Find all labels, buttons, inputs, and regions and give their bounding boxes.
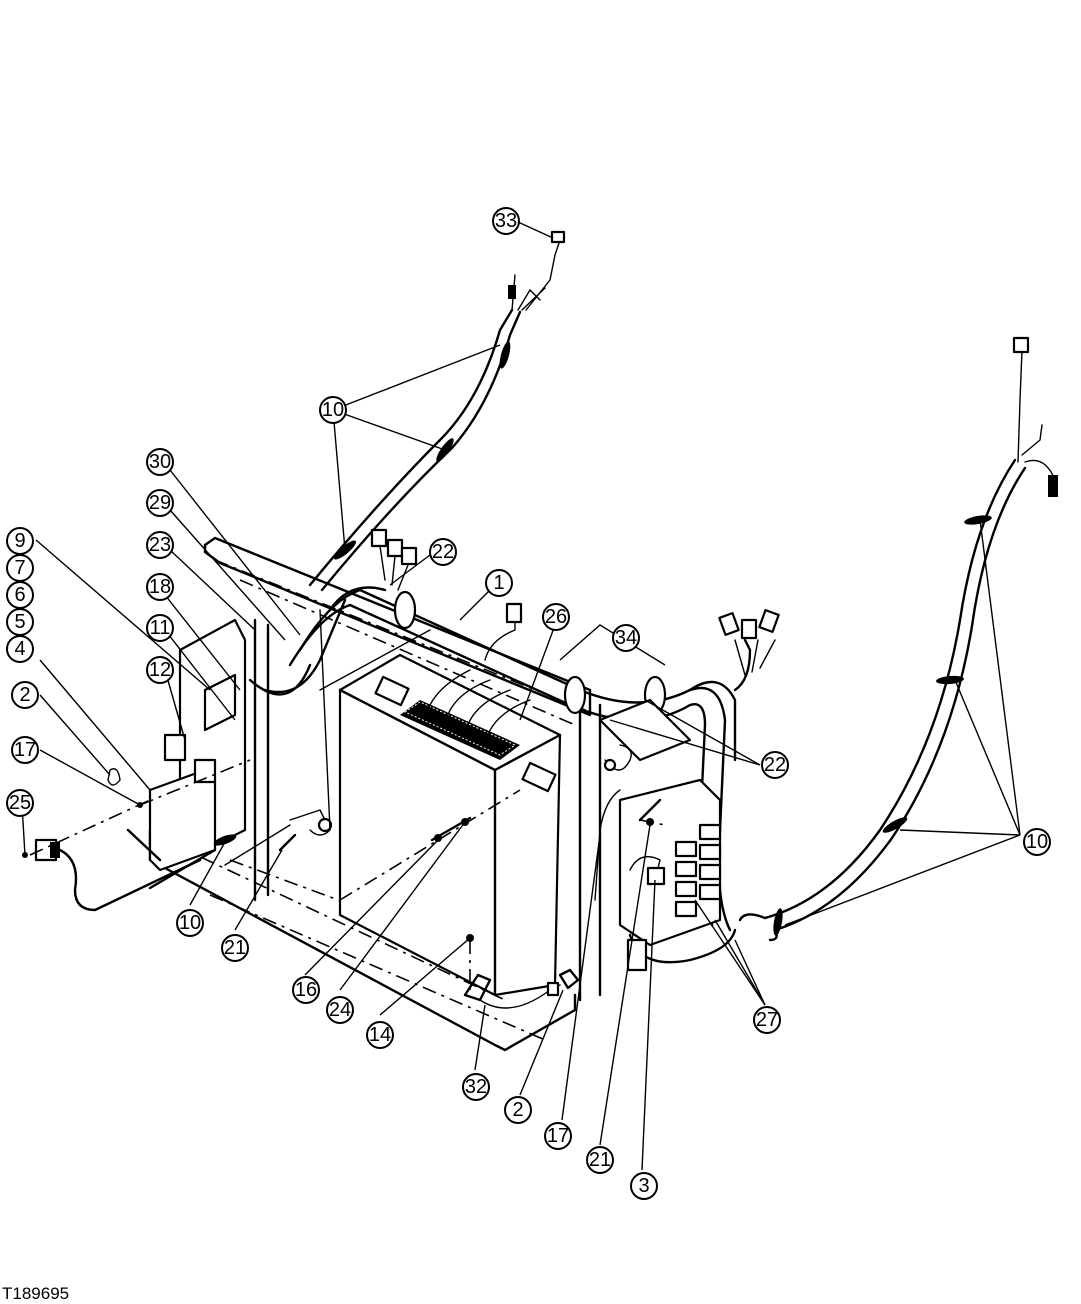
left-bracket-assembly bbox=[22, 609, 431, 912]
callout-2-left: 2 bbox=[11, 681, 39, 709]
callout-25: 25 bbox=[6, 789, 34, 817]
svg-text:12: 12 bbox=[149, 659, 171, 681]
callout-22-upper: 22 bbox=[429, 538, 457, 566]
callout-5: 5 bbox=[6, 608, 34, 636]
svg-text:18: 18 bbox=[149, 576, 171, 598]
callout-2-bottom: 2 bbox=[504, 1096, 532, 1124]
svg-text:30: 30 bbox=[149, 451, 171, 473]
callout-16: 16 bbox=[292, 976, 320, 1004]
svg-text:16: 16 bbox=[295, 979, 317, 1001]
svg-text:14: 14 bbox=[369, 1024, 391, 1046]
callout-29: 29 bbox=[146, 489, 174, 517]
callout-30: 30 bbox=[146, 448, 174, 476]
callout-7: 7 bbox=[6, 554, 34, 582]
svg-text:6: 6 bbox=[14, 584, 25, 606]
svg-text:25: 25 bbox=[9, 792, 31, 814]
callout-26: 26 bbox=[542, 603, 570, 631]
svg-text:29: 29 bbox=[149, 492, 171, 514]
callout-4: 4 bbox=[6, 635, 34, 663]
frame-assembly bbox=[148, 536, 602, 1052]
svg-text:34: 34 bbox=[615, 627, 637, 649]
callout-27: 27 bbox=[753, 1006, 781, 1034]
callout-9: 9 bbox=[6, 527, 34, 555]
callout-14: 14 bbox=[366, 1021, 394, 1049]
callout-18: 18 bbox=[146, 573, 174, 601]
callout-23: 23 bbox=[146, 531, 174, 559]
callout-22-right: 22 bbox=[761, 751, 789, 779]
lower-hardware bbox=[339, 744, 666, 1009]
callout-17-left: 17 bbox=[11, 736, 39, 764]
svg-text:2: 2 bbox=[19, 684, 30, 706]
svg-text:10: 10 bbox=[1026, 831, 1048, 853]
callout-33: 33 bbox=[492, 207, 520, 235]
right-harness-branch bbox=[718, 336, 1058, 942]
svg-text:26: 26 bbox=[545, 606, 567, 628]
svg-text:9: 9 bbox=[14, 530, 25, 552]
svg-text:3: 3 bbox=[638, 1175, 649, 1197]
svg-text:4: 4 bbox=[14, 638, 25, 660]
callout-11: 11 bbox=[146, 614, 174, 642]
main-harness bbox=[248, 586, 752, 964]
svg-text:27: 27 bbox=[756, 1009, 778, 1031]
callout-34: 34 bbox=[612, 624, 640, 652]
callout-10-right: 10 bbox=[1023, 828, 1051, 856]
svg-text:32: 32 bbox=[465, 1076, 487, 1098]
svg-text:33: 33 bbox=[495, 210, 517, 232]
callout-10-left: 10 bbox=[176, 909, 204, 937]
svg-text:17: 17 bbox=[14, 739, 36, 761]
svg-text:22: 22 bbox=[764, 754, 786, 776]
svg-text:10: 10 bbox=[322, 399, 344, 421]
svg-text:7: 7 bbox=[14, 557, 25, 579]
svg-text:5: 5 bbox=[14, 611, 25, 633]
svg-text:11: 11 bbox=[150, 617, 171, 639]
svg-text:22: 22 bbox=[432, 541, 454, 563]
upper-harness-branch bbox=[308, 230, 566, 592]
relay-bank bbox=[598, 698, 722, 972]
callout-1: 1 bbox=[485, 569, 513, 597]
callout-32: 32 bbox=[462, 1073, 490, 1101]
terminal-block-grid bbox=[400, 700, 520, 760]
svg-text:24: 24 bbox=[329, 999, 351, 1021]
svg-text:17: 17 bbox=[547, 1125, 569, 1147]
callout-10-upper: 10 bbox=[319, 396, 347, 424]
callout-6: 6 bbox=[6, 581, 34, 609]
leader-lines bbox=[21, 221, 1021, 1171]
svg-text:23: 23 bbox=[149, 534, 171, 556]
callout-3: 3 bbox=[630, 1172, 658, 1200]
svg-text:2: 2 bbox=[512, 1099, 523, 1121]
callout-21-left: 21 bbox=[221, 934, 249, 962]
svg-text:21: 21 bbox=[589, 1149, 611, 1171]
svg-text:1: 1 bbox=[493, 572, 504, 594]
svg-text:10: 10 bbox=[179, 912, 201, 934]
callout-17-bottom: 17 bbox=[544, 1122, 572, 1150]
figure-id-label: T189695 bbox=[2, 1284, 70, 1303]
svg-text:21: 21 bbox=[224, 937, 246, 959]
callout-21-bottom: 21 bbox=[586, 1146, 614, 1174]
callout-24: 24 bbox=[326, 996, 354, 1024]
callout-12: 12 bbox=[146, 656, 174, 684]
